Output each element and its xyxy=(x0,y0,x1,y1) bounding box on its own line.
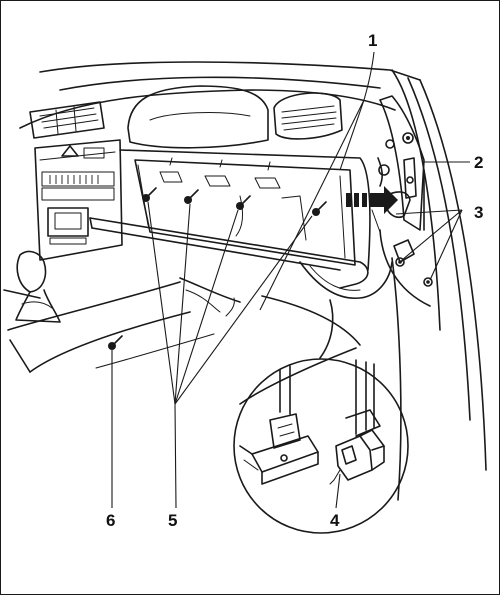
windshield-pillar xyxy=(39,61,487,471)
callout-6: 6 xyxy=(106,511,115,530)
callout-5: 5 xyxy=(168,511,177,530)
glovebox-lid xyxy=(89,217,393,346)
screw-5 xyxy=(142,187,327,216)
callout-labels: 1 2 3 4 5 6 xyxy=(106,31,483,530)
right-air-vent xyxy=(273,92,343,140)
lower-dash-trim xyxy=(9,299,334,373)
hinge-bracket xyxy=(377,95,425,231)
callout-4: 4 xyxy=(330,511,340,530)
screw-6 xyxy=(108,335,123,350)
connector-detail-inset xyxy=(233,257,409,534)
dashboard-top xyxy=(19,85,396,149)
center-console xyxy=(34,139,123,261)
glovebox-opening xyxy=(119,149,371,271)
gear-shift xyxy=(3,250,181,331)
latch-mechanism xyxy=(371,191,433,307)
callout-3: 3 xyxy=(474,203,483,222)
left-air-vent xyxy=(29,101,105,139)
callout-1: 1 xyxy=(368,31,377,50)
leader-lines xyxy=(111,51,470,509)
callout-2: 2 xyxy=(474,153,483,172)
